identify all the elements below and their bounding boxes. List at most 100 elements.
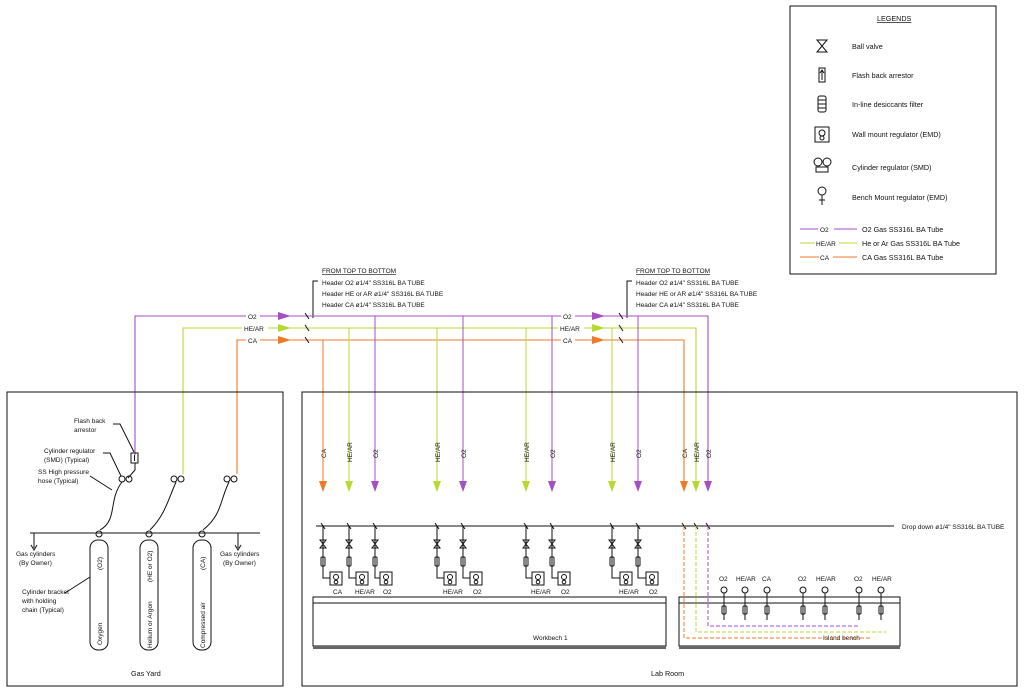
header-title: FROM TOP TO BOTTOM — [322, 268, 396, 275]
lab-room: Lab Room Drop down ø1/4" SS316L BA TUBE … — [301, 391, 1018, 687]
legend-ball-valve: Ball valve — [852, 42, 883, 51]
drop-tag-he: HE/AR — [524, 442, 531, 462]
lab-room-title: Lab Room — [651, 669, 684, 678]
o2-tag-left: O2 — [248, 314, 257, 321]
he-arrow — [278, 324, 291, 332]
legend-cylinder-regulator: Cylinder regulator (SMD) — [852, 163, 931, 172]
hose-label-2: hose (Typical) — [38, 478, 78, 485]
reg-label-2: (SMD) (Typical) — [44, 457, 89, 464]
flash-label: Flash back — [74, 418, 106, 425]
gc-left-label: Gas cylinders — [16, 551, 56, 558]
legend-he-tag: HE/AR — [816, 241, 836, 248]
header-tags: O2 HE/AR CA O2 HE/AR CA — [242, 312, 624, 345]
bracket-label-3: chain (Typical) — [22, 607, 64, 614]
o2-arrow — [278, 312, 291, 320]
cyl2-name: Helium or Argon — [147, 601, 154, 648]
o2-header-pipe — [134, 315, 709, 490]
drop-tag-o2: O2 — [461, 449, 468, 458]
island-label-ca: CA — [762, 576, 772, 583]
wall-label-o2: O2 — [649, 589, 658, 596]
drop-tags: CA HE/AR O2 HE/AR O2 HE/AR O2 HE/AR O2 C… — [321, 442, 713, 462]
he-header-pipe — [182, 327, 697, 490]
ca-tag-left: CA — [248, 338, 258, 345]
ca-arrow — [592, 336, 605, 344]
he-tag-right: HE/AR — [560, 326, 580, 333]
wall-label-o2: O2 — [473, 589, 482, 596]
workbench-label: Workbech 1 — [533, 635, 568, 642]
oxygen-cylinder: (O2) Oxygen — [89, 530, 109, 651]
bench-regulator-icon — [817, 186, 827, 205]
cylinder-regulator-icon — [170, 475, 185, 483]
cyl3-name: Compressed air — [200, 601, 207, 648]
air-cylinder: (CA) Compressed air — [192, 530, 212, 651]
legend-bench-regulator: Bench Mount regulator (EMD) — [852, 193, 947, 202]
drop-tag-o2: O2 — [706, 449, 713, 458]
reg-label: Cylinder regulator — [44, 448, 96, 455]
workbench-1 — [312, 596, 667, 647]
wall-label-he: HE/AR — [619, 589, 639, 596]
cyl3-top: (CA) — [200, 557, 207, 570]
o2-arrow — [592, 312, 605, 320]
island-label-he: HE/AR — [872, 576, 892, 583]
island-label-o2: O2 — [719, 576, 728, 583]
wall-label-he: HE/AR — [443, 589, 463, 596]
drop-tag-o2: O2 — [550, 449, 557, 458]
legend-ca-tag: CA — [820, 255, 830, 262]
drop-tag-he: HE/AR — [610, 442, 617, 462]
drop-tag-ca: CA — [682, 448, 689, 458]
filter-icon — [817, 95, 827, 113]
header-o2-label: Header O2 ø1/4" SS316L BA TUBE — [322, 280, 425, 287]
bracket-label: Cylinder bracket — [22, 589, 69, 596]
hose-label: SS High pressure — [38, 469, 89, 476]
o2-tag-right: O2 — [563, 314, 572, 321]
he-arrow — [592, 324, 605, 332]
flash-arrestor-icon — [818, 67, 826, 83]
wall-label-ca: CA — [333, 589, 343, 596]
bracket-label-2: with holding — [21, 598, 57, 605]
header-note-right: FROM TOP TO BOTTOM Header O2 ø1/4" SS316… — [626, 268, 758, 318]
cyl2-top: (HE or O2) — [147, 551, 154, 582]
legend-ca-text: CA Gas SS316L BA Tube — [862, 253, 943, 262]
legend-he-text: He or Ar Gas SS316L BA Tube — [862, 239, 960, 248]
legend-o2-tag: O2 — [820, 227, 829, 234]
cyl1-top: (O2) — [97, 557, 104, 570]
drop-tag-he: HE/AR — [347, 442, 354, 462]
header-o2-label: Header O2 ø1/4" SS316L BA TUBE — [636, 280, 739, 287]
drop-tag-he: HE/AR — [694, 442, 701, 462]
helium-cylinder: (HE or O2) Helium or Argon — [139, 530, 159, 651]
legend-flash-arrestor: Flash back arrestor — [852, 71, 914, 80]
legend-o2-text: O2 Gas SS316L BA Tube — [862, 225, 943, 234]
header-title: FROM TOP TO BOTTOM — [636, 268, 710, 275]
island-label-o2: O2 — [854, 576, 863, 583]
drop-tag-o2: O2 — [373, 449, 380, 458]
legend: LEGENDS Ball valve Flash back arrestor I… — [789, 5, 997, 275]
gc-right-label-2: (By Owner) — [223, 560, 256, 567]
gc-left-label-2: (By Owner) — [19, 560, 52, 567]
ball-valve-icon — [815, 39, 829, 53]
island-label-he: HE/AR — [816, 576, 836, 583]
header-ca-label: Header CA ø1/4" SS316L BA TUBE — [636, 302, 739, 309]
island-bench — [678, 596, 901, 647]
wall-label-he: HE/AR — [355, 589, 375, 596]
island-label-o2: O2 — [798, 576, 807, 583]
drop-tag-ca: CA — [321, 448, 328, 458]
ca-arrow — [278, 336, 291, 344]
island-label: Island bench — [823, 635, 860, 642]
drop-tag-he: HE/AR — [435, 442, 442, 462]
header-note-left: FROM TOP TO BOTTOM Header O2 ø1/4" SS316… — [312, 268, 444, 318]
cylinder-regulator-icon — [118, 475, 133, 483]
gc-right-label: Gas cylinders — [220, 551, 260, 558]
ca-tag-right: CA — [563, 338, 573, 345]
gas-yard: Gas Yard (O2) Oxygen (HE or O2 — [6, 391, 284, 687]
header-he-label: Header HE or AR ø1/4" SS316L BA TUBE — [322, 291, 444, 298]
header-ca-label: Header CA ø1/4" SS316L BA TUBE — [322, 302, 425, 309]
legend-wall-regulator: Wall mount regulator (EMD) — [852, 130, 941, 139]
wall-label-o2: O2 — [383, 589, 392, 596]
drops — [319, 316, 712, 492]
cylinder-regulator-icon — [223, 475, 238, 483]
he-tag-left: HE/AR — [244, 326, 264, 333]
cylinder-regulator-icon — [813, 157, 832, 173]
flash-label-2: arrestor — [74, 427, 97, 434]
wall-label-o2: O2 — [561, 589, 570, 596]
